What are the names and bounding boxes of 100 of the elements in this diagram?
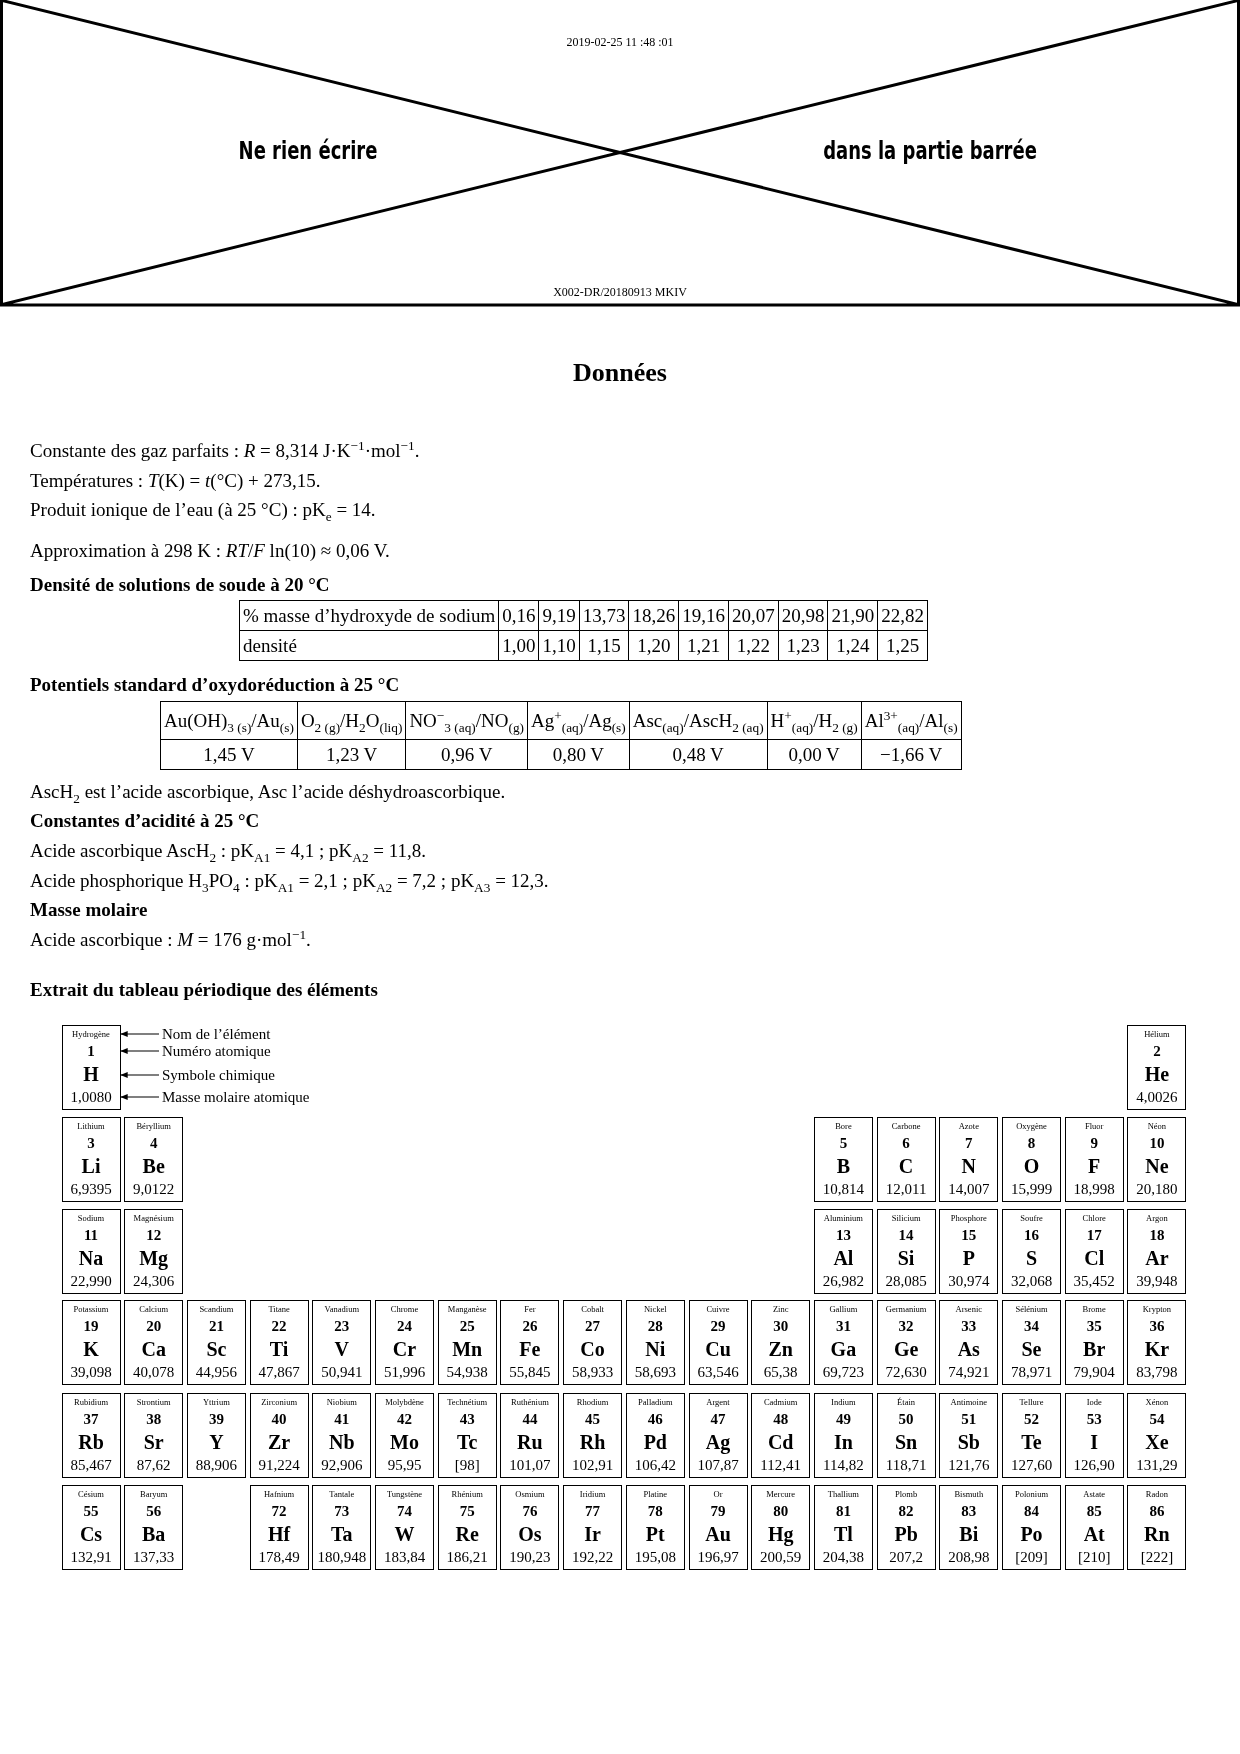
element-tile [688,1393,748,1478]
element-tile [124,1209,184,1294]
atomic-number: 19 [83,1317,99,1335]
atomic-mass: 44,956 [195,1363,237,1381]
element-symbol: Xe [1145,1431,1169,1453]
atomic-mass: 22,990 [70,1272,112,1290]
table-cell: 19,16 [678,600,729,631]
table-cell: 20,98 [778,600,828,631]
element-tile [1127,1485,1187,1570]
element-name: Platine [643,1489,668,1500]
element-symbol: Zr [268,1431,291,1453]
element-tile [1064,1485,1124,1570]
atomic-mass: 118,71 [885,1456,927,1474]
atomic-number: 45 [585,1410,601,1428]
element-name: Fluor [1084,1121,1104,1132]
atomic-mass: 178,49 [258,1548,300,1566]
element-tile [437,1300,497,1385]
element-name: Aluminium [823,1213,863,1224]
element-tile [61,1025,121,1110]
element-name: Indium [831,1397,856,1408]
element-name: Technétium [447,1397,488,1408]
atomic-number: 28 [647,1317,663,1335]
element-symbol: Po [1020,1523,1043,1545]
atomic-mass: 180,948 [317,1548,367,1566]
atomic-mass: 91,224 [258,1456,300,1474]
element-symbol: Rh [579,1431,606,1453]
element-name: Lithium [77,1121,105,1132]
element-tile [939,1209,999,1294]
atomic-mass: 47,867 [258,1363,300,1381]
atomic-mass: 12,011 [885,1180,927,1198]
element-name: Hélium [1144,1029,1170,1040]
section-heading: Extrait du tableau périodique des éléments [30,979,378,1001]
element-name: Chlore [1082,1213,1106,1224]
element-name: Gallium [829,1304,858,1315]
element-symbol: Sc [206,1338,227,1360]
arrow [119,1094,160,1100]
text-line: AscH$_{2}$ est l’acide ascorbique, Asc l’acide déshydroascorbique. [30,781,506,803]
atomic-mass: 79,904 [1073,1363,1115,1381]
atomic-mass: 1,0080 [70,1088,112,1106]
element-name: Baryum [140,1489,168,1500]
table-cell: −1,66 V [861,739,962,770]
atomic-number: 79 [710,1502,726,1520]
element-tile [625,1300,685,1385]
element-symbol: Cr [392,1338,417,1360]
element-name: Hydrogène [72,1029,110,1040]
element-name: Brome [1082,1304,1106,1315]
header-timestamp: 2019-02-25 11 :48 :01 [566,34,674,50]
table-cell: 1,00 [498,630,539,661]
atomic-number: 41 [334,1410,350,1428]
element-name: Molybdène [385,1397,424,1408]
atomic-number: 85 [1086,1502,1102,1520]
element-tile [186,1393,246,1478]
atomic-number: 47 [710,1410,726,1428]
atomic-mass: 74,921 [948,1363,990,1381]
atomic-number: 55 [83,1502,99,1520]
element-tile [688,1300,748,1385]
element-tile [375,1393,434,1478]
atomic-mass: 55,845 [509,1363,551,1381]
element-name: Rhénium [451,1489,483,1500]
table-cell: 9,19 [539,600,580,631]
element-name: Sélénium [1015,1304,1048,1315]
atomic-mass: 192,22 [571,1548,614,1566]
atomic-mass: 32,068 [1010,1272,1053,1290]
atomic-number: 27 [585,1317,601,1335]
annotation-text: Masse molaire atomique [162,1088,310,1106]
table-cell: 0,80 V [527,739,630,770]
element-name: Titane [268,1304,290,1315]
element-name: Iridium [579,1489,606,1500]
atomic-mass: 65,38 [763,1363,798,1381]
element-tile [813,1300,873,1385]
table-cell: 20,07 [728,600,779,631]
atomic-mass: 58,693 [634,1363,676,1381]
element-name: Zirconium [261,1397,298,1408]
element-symbol: Br [1083,1338,1106,1360]
table-cell: 18,26 [629,600,679,631]
atomic-mass: 51,996 [383,1363,426,1381]
atomic-number: 26 [522,1317,538,1335]
header-notice: dans la partie barrée [823,135,1037,165]
atomic-mass: 85,467 [70,1456,112,1474]
element-symbol: Cs [79,1523,103,1545]
atomic-number: 75 [459,1502,475,1520]
atomic-mass: [222] [1140,1548,1174,1566]
element-tile [1127,1300,1187,1385]
element-tile [249,1485,309,1570]
element-tile [1064,1209,1124,1294]
element-name: Antimoine [950,1397,987,1408]
atomic-number: 5 [839,1134,848,1152]
table-cell: H$^{+}$$_{(aq)}$/H$_{2 (g)}$ [767,701,862,740]
atomic-mass: 195,08 [634,1548,676,1566]
atomic-number: 82 [898,1502,914,1520]
element-tile [375,1300,434,1385]
atomic-mass: 87,62 [136,1456,171,1474]
atomic-mass: 112,41 [760,1456,802,1474]
element-tile [876,1300,936,1385]
atomic-number: 8 [1027,1134,1036,1152]
element-symbol: Cu [705,1338,731,1360]
element-tile [876,1117,936,1202]
table-cell: 1,21 [678,630,729,661]
element-tile [1127,1393,1187,1478]
annotation-text: Numéro atomique [162,1042,271,1060]
